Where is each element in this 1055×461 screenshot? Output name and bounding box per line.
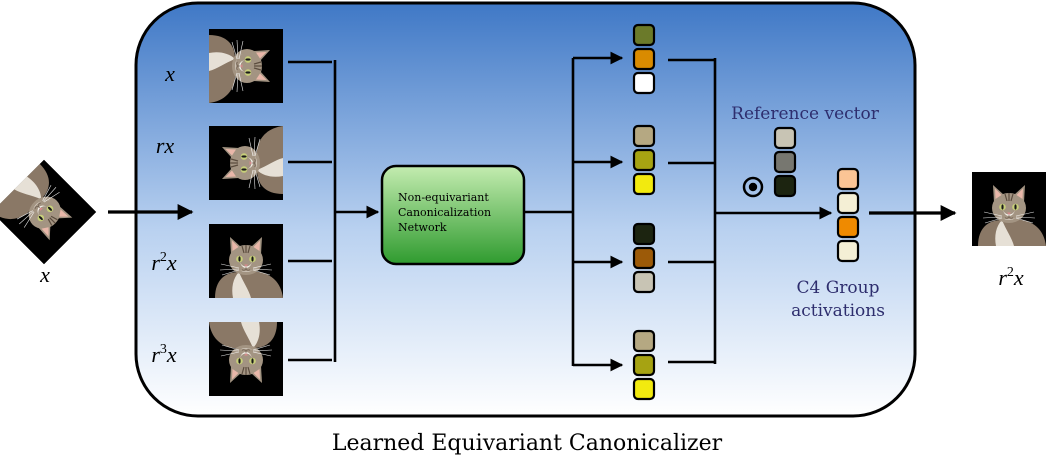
- reference-vector-cell-1: [773, 150, 797, 174]
- orbit-label-3: r3x: [151, 342, 177, 367]
- feature-vector-1-cell-0: [632, 124, 656, 148]
- activations-label-line2: activations: [791, 301, 885, 321]
- canonicalizer-panel: [134, 1, 917, 418]
- activation-cell-3: [836, 239, 860, 263]
- output-label: r2x: [998, 265, 1024, 290]
- feature-vector-1-cell-2: [632, 172, 656, 196]
- feature-vector-2-cell-2: [632, 270, 656, 294]
- diagram-caption: Learned Equivariant Canonicalizer: [332, 431, 723, 456]
- orbit-image-3: [209, 322, 283, 396]
- orbit-image-1: [209, 126, 283, 200]
- network-label-line2: Canonicalization: [398, 206, 491, 219]
- reference-vector-label: Reference vector: [731, 104, 880, 124]
- orbit-image-2: [209, 224, 283, 298]
- c4-activation-vector: [836, 167, 860, 263]
- feature-vector-2: [632, 222, 656, 294]
- feature-vector-1-cell-1: [632, 148, 656, 172]
- feature-vector-2-cell-1: [632, 246, 656, 270]
- orbit-label-1: rx: [156, 133, 175, 158]
- feature-vector-0-cell-2: [632, 71, 656, 95]
- feature-vector-3-cell-2: [632, 377, 656, 401]
- feature-vector-0-cell-1: [632, 47, 656, 71]
- input-label: x: [39, 262, 50, 287]
- orbit-image-0: [209, 29, 283, 103]
- feature-vector-2-cell-0: [632, 222, 656, 246]
- output-image: [972, 171, 1046, 247]
- activation-cell-1: [836, 191, 860, 215]
- feature-vector-3-cell-1: [632, 353, 656, 377]
- orbit-label-2: r2x: [151, 250, 177, 275]
- activation-cell-0: [836, 167, 860, 191]
- network-label-line3: Network: [398, 221, 447, 234]
- feature-vector-1: [632, 124, 656, 196]
- activation-cell-2: [836, 215, 860, 239]
- network-label-line1: Non-equivariant: [398, 191, 489, 204]
- dot-product-icon: [742, 176, 764, 198]
- feature-vector-0: [632, 23, 656, 95]
- reference-vector-cell-0: [773, 126, 797, 150]
- feature-vectors: [632, 23, 656, 401]
- feature-vector-3: [632, 329, 656, 401]
- reference-vector: [773, 126, 797, 198]
- orbit-label-0: x: [164, 61, 175, 86]
- canonicalization-network: Non-equivariant Canonicalization Network: [380, 164, 526, 266]
- activations-label-line1: C4 Group: [797, 278, 880, 298]
- feature-vector-3-cell-0: [632, 329, 656, 353]
- feature-merge-connector: [668, 58, 717, 364]
- feature-fanout-connector: [524, 58, 575, 366]
- reference-vector-cell-2: [773, 174, 797, 198]
- input-image: [0, 159, 97, 265]
- feature-vector-0-cell-0: [632, 23, 656, 47]
